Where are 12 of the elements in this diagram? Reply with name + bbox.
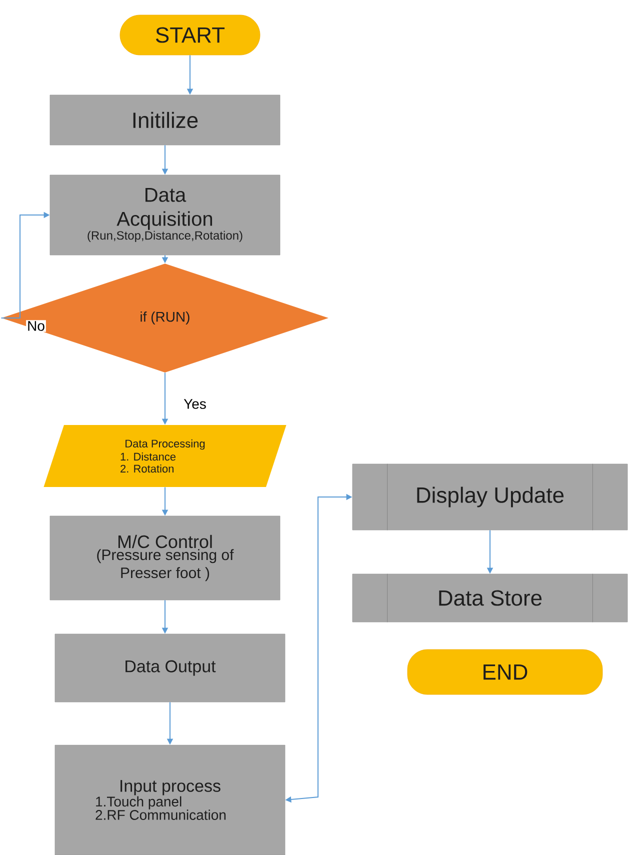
process-box: M/C Control (Pressure sensing of Presser foot ): [50, 516, 280, 600]
terminal-pill: START: [120, 14, 260, 56]
predefined-process-box: Display Update: [352, 464, 628, 530]
process-box: Data Acquisition (Run,Stop,Distance,Rotation): [50, 174, 280, 256]
data-parallelogram: Data Processing 1. Distance 2. Rotation: [44, 425, 286, 487]
edge-label: Yes: [182, 398, 208, 410]
process-box: Data Output: [54, 634, 286, 702]
edge-label: No: [26, 320, 46, 332]
terminal-pill: END: [407, 649, 603, 695]
process-box: Input process 1.Touch panel 2.RF Communication: [54, 744, 286, 855]
predefined-process-box: Data Store: [352, 574, 628, 622]
process-box: Initilize: [50, 94, 280, 146]
